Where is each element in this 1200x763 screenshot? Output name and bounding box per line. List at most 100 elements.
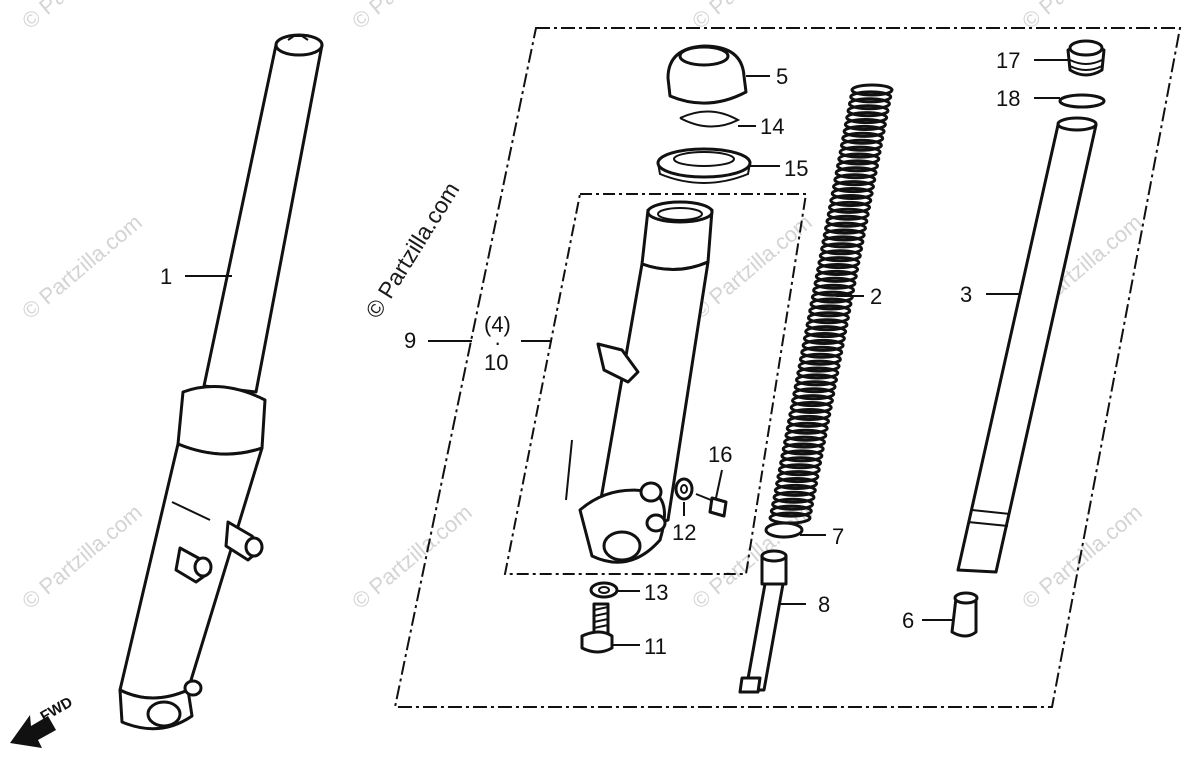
spring-coil (826, 207, 870, 221)
socket-bolt-gasket (589, 581, 619, 599)
watermark: © Partzilla.com (17, 499, 147, 613)
spring-coil (772, 490, 816, 504)
spring-coil (839, 138, 883, 152)
spring-coil (805, 318, 849, 332)
watermark: © Partzilla.com (17, 209, 147, 323)
spring-coil (832, 180, 875, 194)
spring-coil (828, 200, 871, 214)
spring-coil (806, 311, 850, 325)
callout-16: 16 (708, 442, 732, 467)
fork-piston (738, 549, 788, 694)
callout-4: (4) (484, 312, 511, 337)
spring-coil (849, 90, 893, 104)
spring-coil (783, 435, 826, 449)
spring-coil (800, 345, 844, 359)
spring-coil (816, 263, 860, 276)
callout-12: 12 (672, 520, 696, 545)
oil-lock-piece (950, 591, 979, 638)
callout-4-dot: · (494, 330, 501, 355)
spring-coil (798, 352, 842, 366)
leader-line-16 (715, 469, 723, 499)
spring-coil (838, 145, 882, 159)
spring-coil (813, 276, 857, 290)
watermark: © Partzilla.com (17, 0, 147, 34)
spring-coil (804, 325, 848, 339)
spring-coil (780, 449, 824, 463)
callout-14: 14 (760, 114, 784, 139)
spring-coil (791, 394, 834, 408)
callout-17: 17 (996, 48, 1020, 73)
assembly-outline (393, 27, 1182, 708)
callout-11: 11 (644, 634, 667, 659)
spring-coil (793, 380, 837, 394)
spring-coil (801, 338, 845, 352)
spring-coil (834, 166, 878, 180)
oil-seal (656, 147, 752, 184)
watermark: © Partzilla.com (347, 0, 477, 34)
spring-coil (808, 304, 852, 318)
spring-coil (812, 283, 856, 297)
forward-label: FWD (38, 694, 76, 726)
callout-5: 5 (776, 64, 788, 89)
spring-coil (788, 408, 832, 421)
callout-6: 6 (902, 608, 914, 633)
spring-coil (822, 228, 866, 242)
spring-coil (824, 221, 867, 235)
spring-coil (787, 414, 830, 428)
callout-10: 10 (484, 350, 508, 375)
dust-seal (666, 44, 748, 105)
spring-coil (771, 497, 815, 511)
spring-coil (836, 159, 879, 173)
spring-coil (829, 194, 873, 207)
fork-pipe (956, 116, 1098, 574)
spring-coil (847, 97, 891, 111)
spring-coil (850, 83, 894, 97)
oil-seal-clip (679, 110, 741, 128)
spring-coil (781, 442, 825, 456)
callout-labels: 1 2 3 (4) · 5 6 7 8 9 10 11 12 13 14 15 … (160, 48, 1020, 659)
spring-coil (779, 456, 823, 470)
o-ring (1058, 93, 1106, 109)
spring-coil (776, 470, 820, 484)
callout-9: 9 (404, 328, 416, 353)
spring-coil (825, 214, 869, 228)
fork-bolt (1066, 39, 1106, 77)
callout-18: 18 (996, 86, 1020, 111)
watermark: © Partzilla.com (347, 499, 477, 613)
callout-13: 13 (644, 580, 668, 605)
spring-coil (842, 124, 886, 138)
spring-coil (845, 111, 889, 125)
spring-coil (795, 373, 838, 387)
spring-coil (769, 504, 813, 518)
spring-coil (792, 387, 836, 401)
callout-7: 7 (832, 524, 844, 549)
forward-arrow: FWD (10, 694, 76, 748)
spring-coil (797, 359, 841, 373)
spring-coil (846, 104, 890, 118)
spring-coil (810, 290, 854, 304)
spring-coil (843, 118, 887, 131)
spring-coil (784, 428, 828, 442)
spring-coil (775, 477, 819, 490)
main-watermark: © Partzilla.com (360, 177, 464, 322)
spring-coil (796, 366, 840, 380)
socket-bolt (580, 602, 614, 654)
spring-coil (785, 421, 829, 435)
spring-coil (809, 297, 853, 311)
spring-coil (802, 332, 846, 345)
spring-coil (789, 401, 833, 414)
fork-slider (565, 200, 714, 564)
spring-coil (830, 187, 874, 200)
spring-coil (773, 483, 817, 497)
spring-coil (777, 463, 821, 477)
spring-coil (833, 173, 877, 187)
spring-coil (820, 242, 864, 256)
callout-1: 1 (160, 264, 172, 289)
callout-8: 8 (818, 592, 830, 617)
drain-bolt (695, 493, 728, 518)
spring-coil (841, 131, 885, 145)
spring-coil (817, 256, 861, 270)
spring-coil (814, 269, 858, 283)
callout-3: 3 (960, 282, 972, 307)
